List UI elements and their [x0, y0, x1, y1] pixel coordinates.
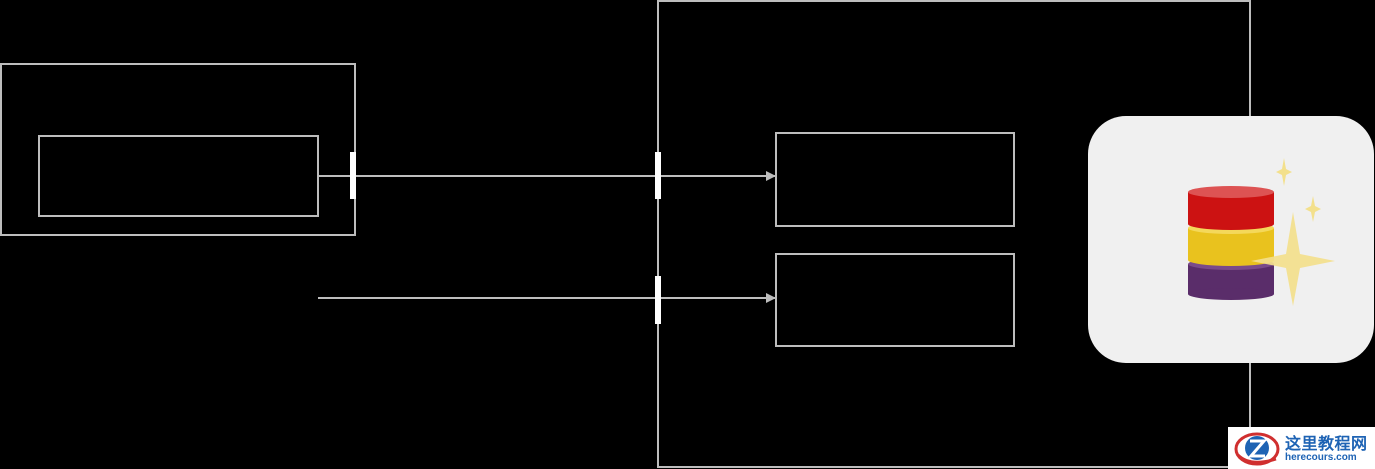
left-container-box	[0, 63, 356, 236]
herecours-logo	[1234, 432, 1280, 466]
database-sparkle-icon	[1188, 158, 1335, 306]
port-right-container-bottom	[655, 276, 661, 324]
port-left-container	[350, 152, 356, 199]
port-right-container-top	[655, 152, 661, 199]
watermark: 这里教程网 herecours.com	[1228, 427, 1375, 469]
target-box-bottom	[775, 253, 1015, 347]
target-box-top	[775, 132, 1015, 227]
database-tile	[1088, 116, 1374, 363]
watermark-title: 这里教程网	[1285, 434, 1368, 453]
watermark-url: herecours.com	[1285, 452, 1357, 463]
left-inner-box	[38, 135, 319, 217]
